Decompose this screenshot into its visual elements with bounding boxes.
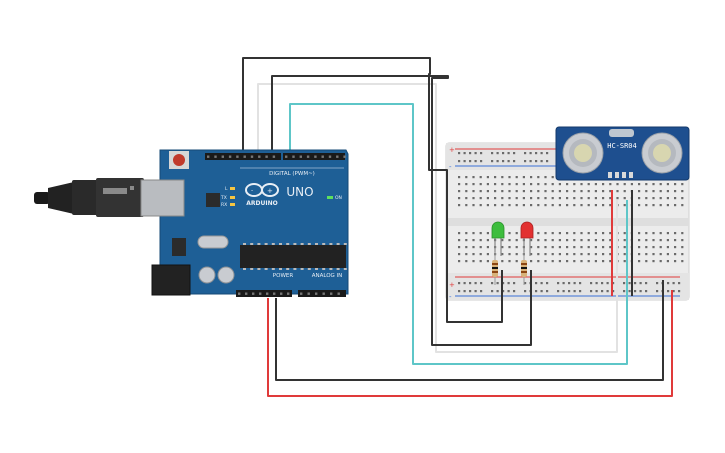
resistor-2[interactable]	[521, 252, 527, 285]
svg-text:-: -	[449, 293, 452, 301]
transducer-right	[641, 132, 683, 174]
wire-black-gnd[interactable]	[275, 280, 664, 381]
analog-header[interactable]	[298, 290, 346, 297]
power-label: POWER	[273, 273, 294, 279]
wire-white[interactable]	[257, 83, 618, 353]
svg-text:+: +	[267, 187, 273, 195]
wire-red-5v[interactable]	[267, 290, 673, 397]
model-label: UNO	[286, 185, 313, 199]
svg-text:-: -	[449, 163, 452, 171]
led-red[interactable]	[520, 221, 534, 256]
arduino-uno-board[interactable]: DIGITAL (PWM~) POWER ANALOG IN - + ARDUI…	[140, 149, 349, 297]
led-green[interactable]	[491, 221, 505, 256]
transducer-left	[562, 132, 604, 174]
usb-cable[interactable]	[34, 178, 144, 217]
power-header[interactable]	[236, 290, 292, 297]
sensor-model-label: HC-SR04	[607, 142, 637, 150]
wire-black-led-red[interactable]	[271, 75, 532, 346]
header-pins	[207, 155, 346, 295]
resistor-1[interactable]	[492, 252, 498, 285]
led-tx-label: TX	[220, 195, 227, 201]
svg-text:-: -	[251, 187, 253, 194]
sensor-pins	[608, 172, 633, 178]
analog-label: ANALOG IN	[312, 273, 343, 279]
led-rx-label: RX	[221, 202, 227, 208]
wires[interactable]	[242, 57, 673, 397]
led-on-label: ON	[335, 195, 342, 201]
led-l-label: L	[225, 186, 228, 192]
atmega-chip	[240, 245, 346, 268]
wire-black-led-green[interactable]	[242, 57, 503, 323]
svg-text:+: +	[449, 146, 455, 154]
svg-text:+: +	[449, 281, 455, 289]
ultrasonic-sensor[interactable]: HC-SR04	[555, 126, 690, 181]
digital-header-2[interactable]	[283, 153, 345, 160]
arduino-logo: - +	[245, 183, 279, 197]
wire-teal[interactable]	[289, 103, 628, 365]
brand-label: ARDUINO	[246, 200, 277, 207]
digital-header-1[interactable]	[205, 153, 281, 160]
digital-label: DIGITAL (PWM~)	[269, 171, 315, 177]
